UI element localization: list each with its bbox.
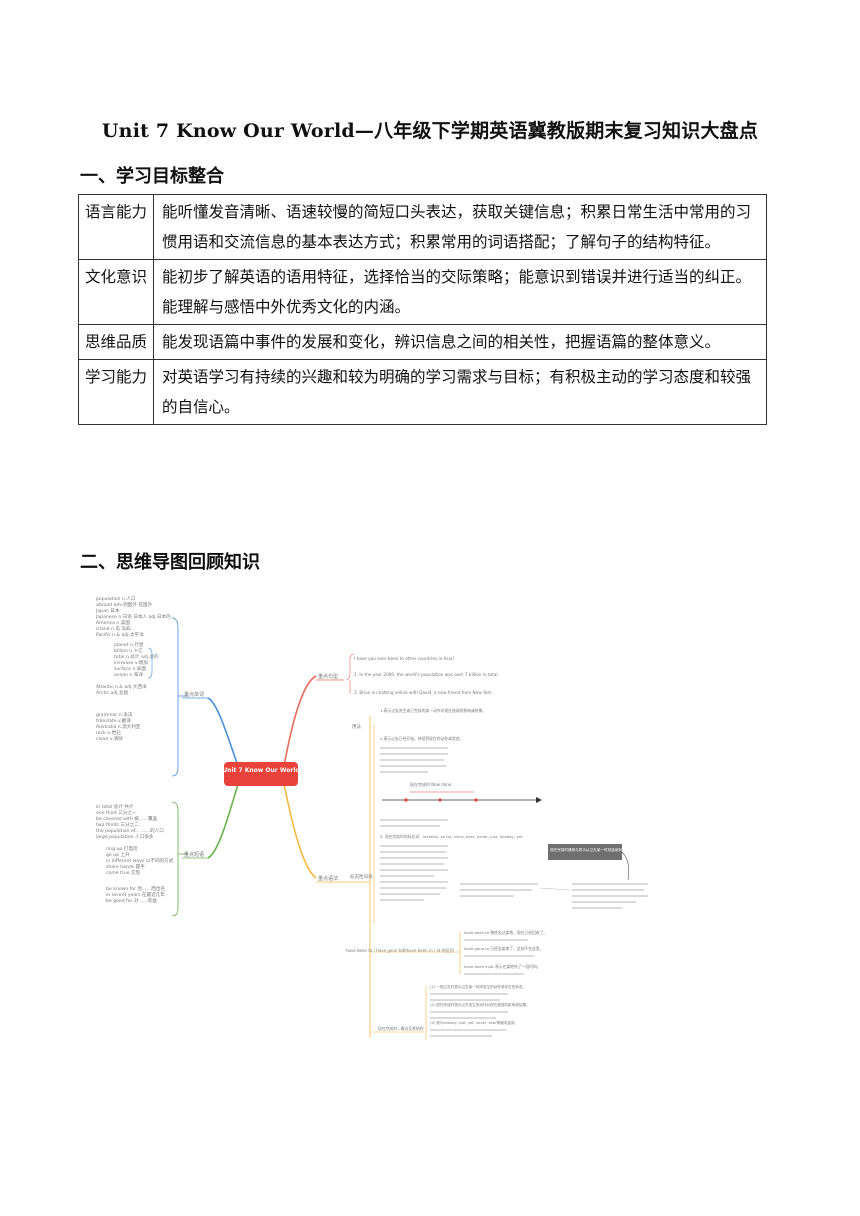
phrase-item: two thirds 三分之二: [96, 821, 139, 828]
curve-vocab: [207, 697, 239, 767]
table-row: 文化意识 能初步了解英语的语用特征，选择恰当的交际策略；能意识到错误并进行适当的…: [78, 259, 767, 325]
phrase-item: large population 人口很多: [96, 833, 154, 840]
sentence-item: 2. In the year 2000, the world's populat…: [354, 672, 499, 677]
vocab-word: ocean n.海洋: [114, 671, 143, 678]
goal-category: 学习能力: [78, 359, 154, 425]
mind-map-lower: have been to / have gone to和have been in…: [346, 928, 547, 1040]
table-row: 学习能力 对英语学习有持续的兴趣和较为明确的学习需求与目标；有积极主动的学习态度…: [78, 359, 767, 425]
section-heading-goals: 一、学习目标整合: [80, 166, 224, 187]
timeline-arrow: [536, 797, 542, 803]
grammar-sub: 标志性词语: [350, 873, 373, 880]
phrase-item: the population of... ……的人口: [96, 827, 164, 834]
goal-description: 对英语学习有持续的兴趣和较为明确的学习需求与目标；有积极主动的学习态度和较强的自…: [153, 359, 767, 425]
vocab-word: grammar n.语法: [96, 711, 133, 718]
vocab-word: planet n.行星: [114, 641, 144, 648]
center-node: [224, 762, 298, 786]
grammar-sub: 用法: [352, 723, 361, 730]
curve-grammar: [283, 783, 317, 879]
timeline-point: [404, 798, 408, 802]
curve-sentence: [283, 675, 317, 767]
vocab-word: total n.总计 adj.总的: [114, 653, 159, 660]
note-link: [539, 887, 571, 891]
center-node-label: Unit 7 Know Our World: [222, 767, 299, 774]
goal-category: 语言能力: [78, 194, 154, 260]
grammar-sub: 现在完成时—概念及其结构: [378, 1026, 424, 1031]
vocab-word: surface n.表面: [114, 665, 146, 672]
phrase-item: ring up 打电话: [106, 845, 138, 852]
have-been-paragraph-lines: [464, 939, 534, 975]
concept-paragraph-lines: [430, 993, 508, 1037]
vocab-word: translate v.翻译: [96, 717, 131, 724]
usage-line: 3. 现在完成时的标志词：recently, so far, since, ev…: [380, 834, 523, 839]
note-box: [548, 844, 622, 860]
mind-map: population n.人口 abroad adv.到国外 在国外 Japan…: [95, 596, 662, 928]
vocab-word: America n.美国: [96, 619, 130, 626]
branch-phrase: 重点短语: [184, 851, 204, 858]
phrase-item: come true 实现: [106, 869, 141, 876]
vocab-word: Atlantic n.& adj.大西洋: [96, 683, 147, 690]
vocab-word: Japan 日本: [95, 607, 120, 614]
table-row: 语言能力 能听懂发音清晰、语速较慢的简短口头表达，获取关键信息；积累日常生活中常…: [78, 194, 767, 260]
goals-table: 语言能力 能听懂发音清晰、语速较慢的简短口头表达，获取关键信息；积累日常生活中常…: [78, 194, 767, 425]
phrase-list: in total 总计 共计 one third 三分之一 be covered…: [96, 803, 174, 904]
vocab-word: increase v.增加: [114, 659, 148, 666]
goal-category: 文化意识: [78, 259, 154, 325]
vocab-word: Australia n.澳大利亚: [96, 723, 141, 730]
phrase-item: go up 上升: [106, 851, 130, 858]
usage-line: 2.表示过去已经开始，持续到现在的动作或状态。: [380, 736, 463, 741]
vocab-word: Arctic adj.北极: [96, 689, 129, 696]
vocab-word: billion n.十亿: [114, 647, 143, 654]
note-box-text: 现在完成时通常与表示从过去某一时刻延续到现在的一段时间状语连用: [550, 847, 662, 852]
timeline-point: [474, 798, 478, 802]
goal-category: 思维品质: [78, 324, 154, 360]
sentence-item: 3. Brian is chatting online with David, …: [354, 690, 493, 695]
curve-phrase: [207, 783, 239, 859]
sentence-item: I have you ever been to other countries …: [354, 656, 455, 661]
phrase-item: share hands 握手: [106, 863, 145, 870]
usage-text: 1.表示过去发生或已完成的某一动作对现在造成的影响或结果。 2.表示过去已经开始…: [380, 708, 523, 839]
phrase-item: in different ways 以不同的方式: [106, 857, 174, 864]
phrase-item: be good for 对……有益: [106, 897, 157, 904]
note-arrow: [621, 851, 630, 881]
vocab-bracket: [171, 617, 179, 777]
vocab-sub-bracket: [147, 647, 153, 679]
phrase-item: in total 总计 共计: [96, 803, 134, 810]
timeline-point: [438, 798, 442, 802]
goal-description: 能听懂发音清晰、语速较慢的简短口头表达，获取关键信息；积累日常生活中常用的习惯用…: [153, 194, 767, 260]
vocab-word: population n.人口: [96, 596, 136, 602]
phrase-bracket: [171, 801, 179, 917]
vocab-word: Japanese n.日语 日本人 adj.日本的: [95, 613, 171, 620]
branch-grammar: 重点语法: [318, 875, 338, 882]
vocab-word: abroad adv.到国外 在国外: [96, 601, 153, 608]
usage-line: 1.表示过去发生或已完成的某一动作对现在造成的影响或结果。: [380, 708, 486, 713]
concept-line: (1) 一般过去时表示过去某一时间发生的动作或存在的状态。: [430, 984, 526, 989]
document-title: Unit 7 Know Our World—八年级下学期英语冀教版期末复习知识大…: [101, 120, 759, 142]
usage-paragraph-lines: [380, 747, 448, 901]
branch-sentence: 重点句型: [318, 673, 338, 680]
phrase-item: be known for 因……而出名: [106, 885, 165, 892]
tense-timeline: 现在完成时 Now done: [382, 781, 542, 803]
sentence-bracket: [345, 653, 355, 694]
goal-description: 能初步了解英语的语用特征，选择恰当的交际策略；能意识到错误并进行适当的纠正。能理…: [153, 259, 767, 325]
vocab-word: Pacific n.& adj.太平洋: [96, 631, 144, 638]
phrase-item: be covered with 被……覆盖: [96, 815, 158, 822]
section-heading-mindmap: 二、思维导图回顾知识: [80, 552, 260, 573]
note-paragraph-lines: [460, 883, 648, 909]
vocab-word: clean v.清除: [96, 735, 123, 742]
have-been-line: have gone to 已经去某地了，此刻不在这里。: [464, 946, 543, 951]
vocab-word: rock n.岩石: [96, 729, 121, 736]
branch-vocab: 重点单词: [184, 691, 204, 698]
grammar-sub: have been to / have gone to和have been in…: [346, 947, 454, 953]
concept-line: (2) 现在完成时表示过去发生的动作对现在造成的影响或结果。: [430, 1002, 530, 1007]
phrase-item: in recent years 在最近几年: [106, 891, 165, 898]
vocab-word-list: population n.人口 abroad adv.到国外 在国外 Japan…: [95, 596, 171, 742]
goal-description: 能发现语篇中事件的发展和变化，辨识信息之间的相关性，把握语篇的整体意义。: [153, 324, 767, 360]
have-been-line: have been in/at 表示在某地待了一段时间。: [464, 964, 541, 969]
vocab-word: island n.岛 岛屿: [96, 625, 131, 632]
table-row: 思维品质 能发现语篇中事件的发展和变化，辨识信息之间的相关性，把握语篇的整体意义…: [78, 324, 767, 360]
timeline-title: 现在完成时 Now done: [410, 781, 452, 787]
have-been-line: have been to 曾经去过某地，现在已经回来了。: [464, 930, 547, 935]
concept-line: (3) 常与already, just, yet, never, ever等副词…: [430, 1020, 518, 1025]
phrase-item: one third 三分之一: [96, 809, 137, 816]
